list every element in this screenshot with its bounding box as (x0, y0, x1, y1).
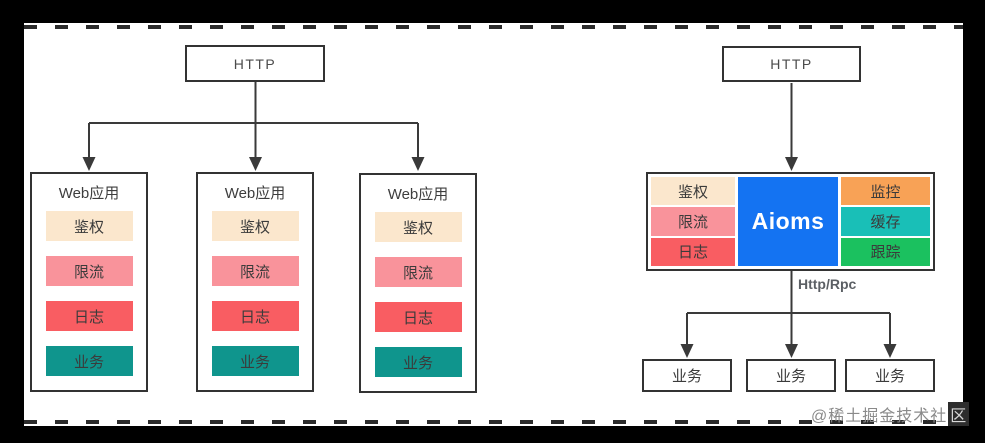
auth-chip: 鉴权 (45, 211, 133, 241)
rate-limit-chip: 限流 (651, 207, 735, 236)
rate-limit-chip: 限流 (374, 257, 462, 287)
log-chip: 日志 (45, 301, 133, 331)
http-entry-left: HTTP (185, 45, 325, 82)
aioms-core-label: Aioms (738, 177, 838, 266)
service-box-1: 业务 (642, 359, 732, 392)
monitor-chip: 监控 (841, 177, 930, 206)
business-chip: 业务 (211, 346, 299, 376)
log-chip: 日志 (374, 302, 462, 332)
watermark-text: @稀土掘金技术社 (811, 408, 948, 425)
business-chip: 业务 (374, 347, 462, 377)
web-app-card-2: Web应用 鉴权 限流 日志 业务 (196, 172, 314, 392)
protocol-label: Http/Rpc (798, 276, 857, 292)
web-app-title: Web应用 (224, 185, 286, 202)
web-app-card-1: Web应用 鉴权 限流 日志 业务 (30, 172, 148, 392)
service-box-3: 业务 (845, 359, 935, 392)
auth-chip: 鉴权 (374, 212, 462, 242)
web-app-title: Web应用 (58, 185, 120, 202)
log-chip: 日志 (211, 301, 299, 331)
chip-stack: 鉴权 限流 日志 业务 (374, 212, 462, 377)
business-chip: 业务 (45, 346, 133, 376)
rate-limit-chip: 限流 (211, 256, 299, 286)
log-chip: 日志 (651, 237, 735, 266)
auth-chip: 鉴权 (651, 177, 735, 206)
trace-chip: 跟踪 (841, 237, 930, 266)
web-app-card-3: Web应用 鉴权 限流 日志 业务 (359, 173, 477, 393)
chip-stack: 鉴权 限流 日志 业务 (45, 211, 133, 376)
http-entry-right: HTTP (722, 46, 861, 82)
watermark-logo-badge: 区 (948, 402, 970, 426)
gateway-right-column: 监控 缓存 跟踪 (841, 177, 930, 266)
web-app-title: Web应用 (387, 186, 449, 203)
auth-chip: 鉴权 (211, 211, 299, 241)
aioms-gateway-box: 鉴权 限流 日志 Aioms 监控 缓存 跟踪 (646, 172, 935, 271)
cache-chip: 缓存 (841, 207, 930, 236)
rate-limit-chip: 限流 (45, 256, 133, 286)
chip-stack: 鉴权 限流 日志 业务 (211, 211, 299, 376)
watermark: @稀土掘金技术社区 (811, 402, 970, 426)
service-box-2: 业务 (746, 359, 836, 392)
gateway-left-column: 鉴权 限流 日志 (651, 177, 735, 266)
